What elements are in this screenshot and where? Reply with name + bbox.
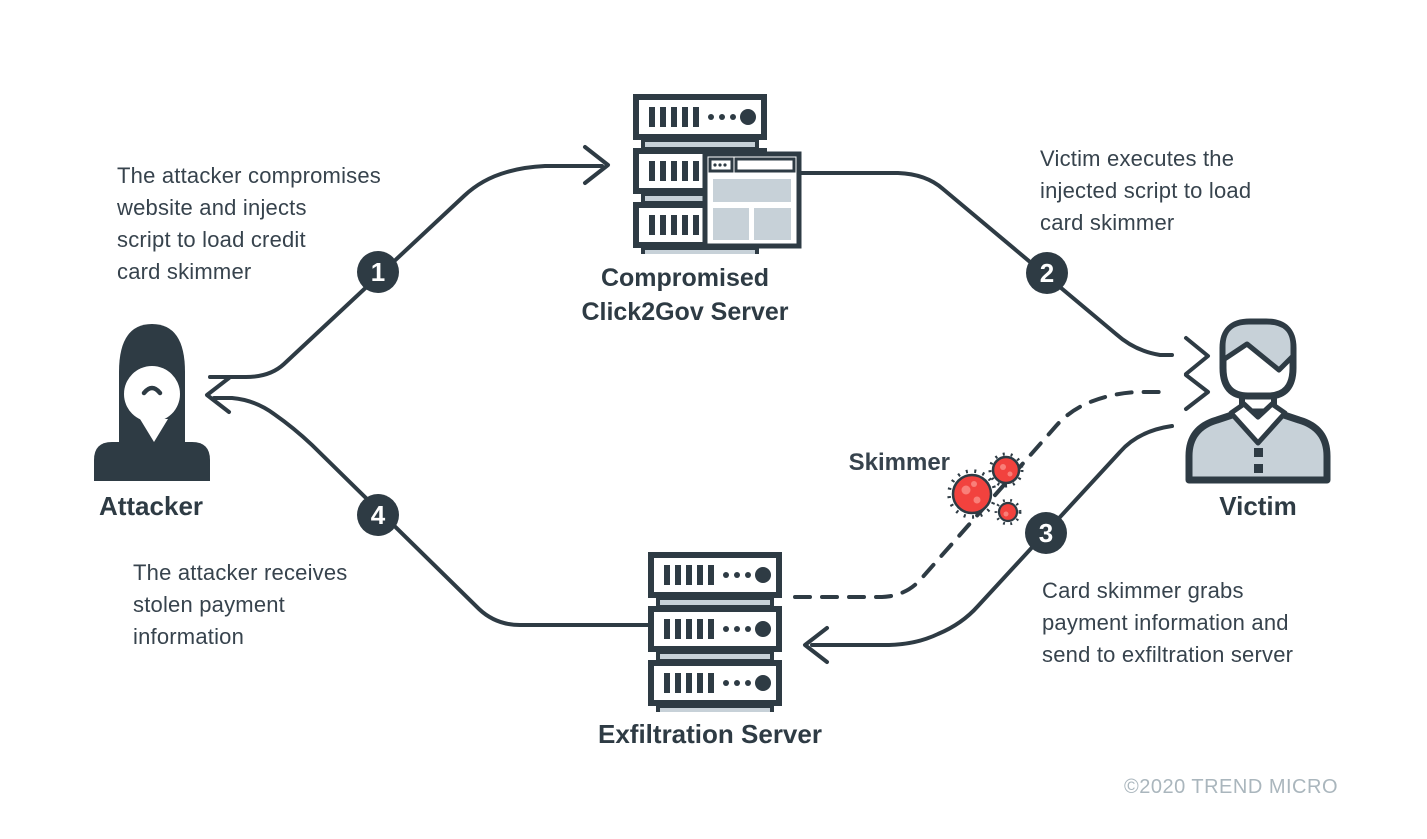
- flow-arrow-1-head: [583, 145, 610, 185]
- malware-blob-icon: [988, 452, 1024, 488]
- step-4-badge: 4: [357, 494, 399, 536]
- exfiltration-server-label: Exfiltration Server: [598, 719, 822, 749]
- compromised-server-label: Compromised Click2Gov Server: [581, 264, 789, 326]
- victim-person-icon: [1185, 318, 1331, 484]
- step-1-description: The attacker compromises website and inj…: [117, 163, 381, 284]
- victim-label: Victim: [1219, 491, 1297, 521]
- exfiltration-server-icon: [648, 552, 782, 712]
- compromised-server-icon: [633, 94, 802, 254]
- skimmer-label: Skimmer: [848, 449, 950, 476]
- step-2-description: Victim executes the injected script to l…: [1040, 146, 1252, 235]
- skimmer-malware-icon: [947, 452, 1024, 526]
- malware-blob-icon: [994, 498, 1022, 526]
- malware-blob-icon: [947, 469, 997, 519]
- step-4-description: The attacker receives stolen payment inf…: [133, 560, 348, 649]
- step-3-description: Card skimmer grabs payment information a…: [1042, 578, 1294, 667]
- step-1-badge: 1: [357, 251, 399, 293]
- attacker-label: Attacker: [98, 491, 204, 521]
- step-2-badge: 2: [1026, 252, 1068, 294]
- flow-arrow-3-head: [803, 626, 829, 664]
- browser-window-icon: [702, 151, 802, 249]
- step-3-badge: 3: [1025, 512, 1067, 554]
- attacker-person-icon: [94, 324, 210, 481]
- copyright-text: ©2020 TREND MICRO: [1123, 776, 1338, 798]
